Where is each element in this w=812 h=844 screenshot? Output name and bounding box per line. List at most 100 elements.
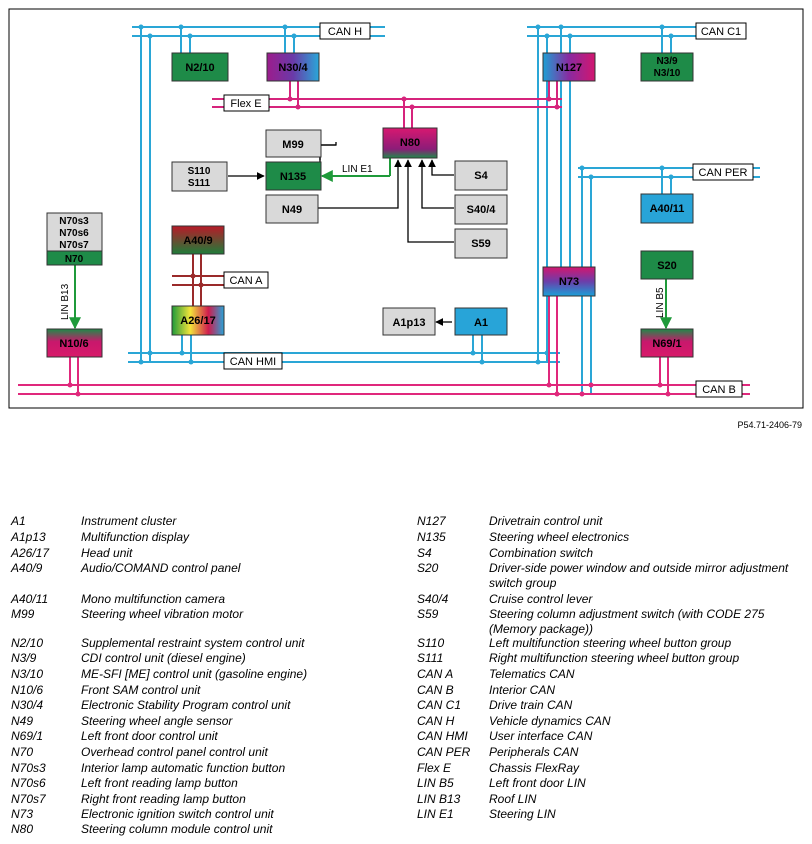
- legend-left-item-description: Left front reading lamp button: [81, 776, 238, 790]
- legend-left-item-code: A26/17: [11, 546, 50, 560]
- module-a1p13-label: A1p13: [392, 317, 425, 329]
- legend-right-item-code: LIN B13: [417, 792, 461, 806]
- module-n30-4: [266, 52, 320, 82]
- legend-left-item-code: N10/6: [11, 683, 44, 697]
- module-s59-label: S59: [471, 238, 491, 250]
- module-s4: [454, 160, 508, 191]
- legend-right-item-code: LIN E1: [417, 807, 454, 821]
- legend-right-item-description: Cruise control lever: [489, 592, 593, 606]
- bus-label-can-b: [695, 380, 743, 398]
- module-m99: [265, 129, 322, 158]
- legend-left-item-code: A1p13: [11, 530, 46, 544]
- module-n80: [382, 127, 438, 159]
- legend-right-item-description: Left multifunction steering wheel button…: [489, 636, 732, 650]
- legend-left-item-description: Front SAM control unit: [81, 683, 201, 697]
- legend-left-item-description: Steering wheel vibration motor: [81, 607, 244, 621]
- bus-label-can-a-text: CAN A: [229, 275, 263, 287]
- legend-right-item-code: S4: [417, 546, 432, 560]
- legend-left-item-description: Supplemental restraint system control un…: [81, 636, 305, 650]
- legend-left-item-code: N70: [11, 745, 34, 759]
- module-n70s7-label: N70s7: [59, 240, 89, 251]
- legend-right-item-description: Combination switch: [489, 546, 594, 560]
- module-n135-label: N135: [280, 171, 306, 183]
- legend-left-item-description: Electronic ignition switch control unit: [81, 807, 274, 821]
- module-n30-4-label: N30/4: [278, 62, 308, 74]
- legend-left-item-code: N3/9: [11, 651, 37, 665]
- legend-left-item-description: ME-SFI [ME] control unit (gasoline engin…: [81, 667, 308, 681]
- module-n3-9-label: N3/9: [656, 56, 678, 67]
- legend-left-item-code: N2/10: [11, 636, 44, 650]
- module-n80-label: N80: [400, 137, 420, 149]
- legend-right-item-description: Chassis FlexRay: [489, 761, 580, 775]
- legend-left-item-description: Interior lamp automatic function button: [81, 761, 286, 775]
- legend-right-item-description: Steering LIN: [489, 807, 556, 821]
- legend-right-item-code: CAN PER: [417, 745, 471, 759]
- legend-left-item-description: Steering wheel angle sensor: [81, 714, 233, 728]
- legend-right-item-code: CAN C1: [417, 698, 462, 712]
- legend-right-item-code: LIN B5: [417, 776, 454, 790]
- legend-left-item-description: Left front door control unit: [81, 729, 218, 743]
- module-n69-1-label: N69/1: [652, 338, 681, 350]
- legend-left-item-code: N73: [11, 807, 34, 821]
- legend-left-item-description: Instrument cluster: [81, 514, 177, 528]
- module-s40-4: [454, 194, 508, 225]
- module-n10-6: [46, 328, 103, 358]
- bus-label-can-hmi: [223, 352, 283, 370]
- legend-right-item-description: Steering column adjustment switch (with …: [489, 607, 765, 636]
- legend-right-item-code: S111: [417, 651, 444, 665]
- legend-right-item-code: N127: [417, 514, 446, 528]
- bus-label-can-hmi-text: CAN HMI: [230, 356, 276, 368]
- module-n135: [265, 161, 322, 191]
- legend-left-item-code: A40/9: [11, 561, 43, 575]
- module-n69-1: [640, 328, 694, 358]
- bus-label-can-c1-text: CAN C1: [701, 26, 741, 38]
- legend-left-item-code: N70s7: [11, 792, 46, 806]
- legend-left-item-code: N69/1: [11, 729, 44, 743]
- legend-right-item-code: CAN B: [417, 683, 454, 697]
- legend-right-item-code: S40/4: [417, 592, 449, 606]
- module-a40-9-label: A40/9: [183, 235, 212, 247]
- module-n2-10-label: N2/10: [185, 62, 214, 74]
- module-n3-9: [640, 52, 694, 82]
- legend-left-item-code: A1: [11, 514, 26, 528]
- legend-left-item-code: N80: [11, 822, 34, 836]
- module-a40-9: [171, 225, 225, 255]
- flex-e-bus: [212, 80, 562, 128]
- bus-label-can-c1: [695, 22, 747, 40]
- legend-right-item-description: Interior CAN: [489, 683, 556, 697]
- bus-label-can-a: [223, 271, 269, 289]
- module-n2-10: [171, 52, 229, 82]
- module-n70-buttons: [46, 212, 103, 252]
- module-a40-11-label: A40/11: [650, 203, 685, 215]
- legend-left-item-description: Audio/COMAND control panel: [81, 561, 241, 575]
- module-s110-label: S110: [188, 166, 211, 177]
- legend-right-item-description: Driver-side power window and outside mir…: [489, 561, 789, 590]
- module-s20: [640, 250, 694, 280]
- legend-left-item-description: Overhead control panel control unit: [81, 745, 268, 759]
- module-n10-6-label: N10/6: [59, 338, 88, 350]
- legend-right-item-code: Flex E: [417, 761, 452, 775]
- legend-right-item-code: N135: [417, 530, 446, 544]
- can-hmi-bus: [128, 335, 560, 363]
- module-n127: [542, 52, 596, 82]
- bus-label-can-h-text: CAN H: [328, 26, 362, 38]
- legend-left-item-description: Multifunction display: [81, 530, 190, 544]
- bus-label-flex-e: [223, 94, 270, 112]
- legend-left-item-description: Mono multifunction camera: [81, 592, 226, 606]
- module-m99-label: M99: [282, 139, 303, 151]
- legend-right-item-description: Telematics CAN: [489, 667, 575, 681]
- module-s110-s111: [171, 161, 228, 192]
- module-s4-label: S4: [474, 170, 488, 182]
- legend-right-item-description: Roof LIN: [489, 792, 537, 806]
- figure-reference-code: P54.71-2406-79: [737, 420, 802, 430]
- legend-left-item-description: Electronic Stability Program control uni…: [81, 698, 291, 712]
- module-n49: [265, 194, 319, 224]
- module-s20-label: S20: [657, 260, 677, 272]
- legend-left-item-description: CDI control unit (diesel engine): [81, 651, 246, 665]
- legend-left-item-code: M99: [11, 607, 35, 621]
- legend-left-item-description: Head unit: [81, 546, 133, 560]
- module-a26-17-label: A26/17: [180, 315, 215, 327]
- legend-right-item-code: CAN HMI: [417, 729, 468, 743]
- module-n127-label: N127: [556, 62, 582, 74]
- legend-left-item-description: Right front reading lamp button: [81, 792, 246, 806]
